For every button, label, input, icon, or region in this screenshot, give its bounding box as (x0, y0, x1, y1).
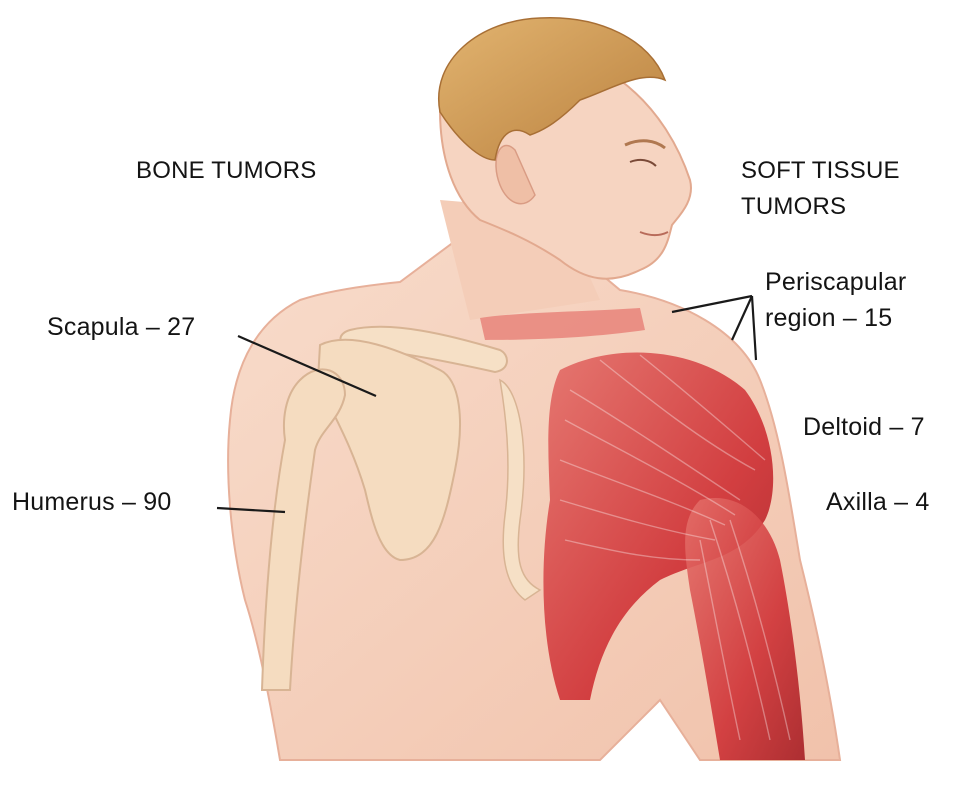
deltoid-label: Deltoid – 7 (803, 412, 925, 442)
periscapular-label-line1: Periscapular (765, 267, 906, 297)
soft-tissue-tumors-heading-line1: SOFT TISSUE (741, 156, 900, 186)
periscapular-label-line2: region – 15 (765, 303, 892, 333)
periscapular-leader-a (672, 296, 752, 312)
periscapular-leader-b (732, 296, 752, 340)
soft-tissue-tumors-heading-line2: TUMORS (741, 192, 846, 222)
humerus-label: Humerus – 90 (12, 487, 171, 517)
scapula-label: Scapula – 27 (47, 312, 195, 342)
axilla-label: Axilla – 4 (826, 487, 929, 517)
bone-tumors-heading: BONE TUMORS (136, 156, 316, 186)
periscapular-leader-c (752, 296, 756, 360)
